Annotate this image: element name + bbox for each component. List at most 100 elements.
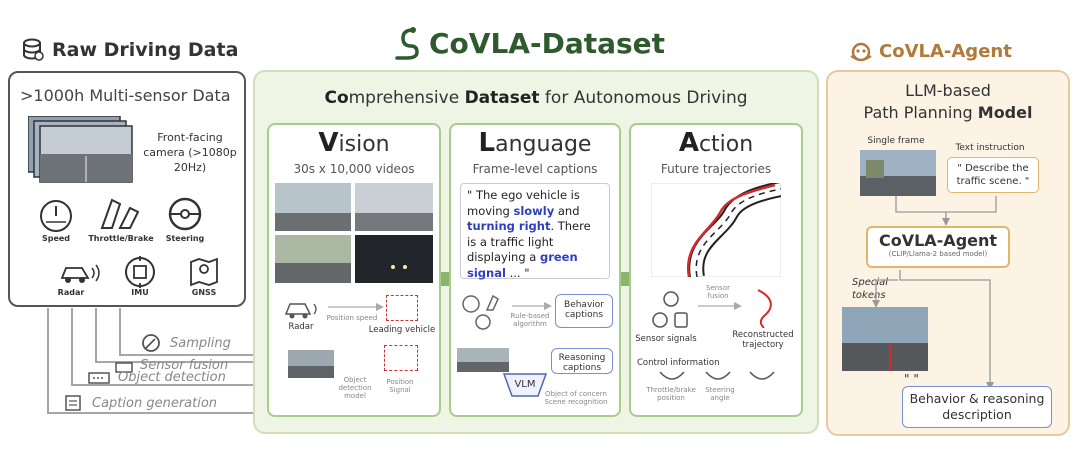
sensor-label-speed: Speed [41, 234, 71, 243]
vision-radar-icon [284, 303, 317, 319]
language-sensor-icons [462, 294, 499, 330]
vision-rest: ision [338, 132, 390, 157]
covla-agent-name: CoVLA-Agent [878, 231, 998, 250]
object-recognition-label: Object of concern Scene recognition [544, 390, 608, 406]
action-initial: A [678, 128, 699, 158]
vision-video-grid [275, 183, 433, 283]
detection-thumbnail [288, 350, 334, 378]
sensor-label-throttle: Throttle/Brake [88, 234, 154, 243]
raw-data-title-text: Raw Driving Data [52, 39, 239, 61]
snake-logo-icon [395, 27, 419, 60]
reconstructed-trajectory-label: Reconstructed trajectory [732, 330, 794, 350]
single-frame-label: Single frame [867, 136, 925, 146]
behavior-reasoning-output: Behavior & reasoning description [902, 386, 1052, 428]
language-subtitle: Frame-level captions [472, 162, 598, 176]
robot-driver-icon [850, 42, 872, 62]
throttle-position-label: Throttle/brake position [646, 386, 696, 402]
leading-vehicle-label: Leading vehicle [368, 325, 436, 335]
sensor-signals-label: Sensor signals [635, 334, 697, 344]
flow-label-caption-generation: Caption generation [92, 396, 218, 411]
raw-data-title: Raw Driving Data [22, 38, 238, 62]
caption-turning: turning right [467, 219, 551, 233]
steering-wheel-icon [168, 197, 202, 231]
special-tokens-label: Special tokens [852, 277, 889, 301]
database-icon [23, 38, 44, 61]
sampling-icon [142, 334, 160, 352]
language-action-connector [621, 272, 629, 286]
agent-header: LLM-based Path Planning Model [826, 80, 1070, 124]
vision-title: Vision [267, 128, 441, 158]
vision-radar-label: Radar [288, 322, 314, 332]
subtitle-mid: mprehensive [348, 88, 465, 108]
covla-agent-sub: (CLIP/Llama-2 based model) [888, 250, 988, 258]
agent-title: CoVLA-Agent [849, 40, 1012, 62]
caption-part-3: . There is a traffic light displaying a [467, 219, 591, 264]
language-arrow-1 [512, 302, 552, 310]
action-rest: ction [698, 132, 754, 157]
single-frame-thumbnail [860, 150, 936, 196]
steering-angle-label: Steering angle [705, 386, 735, 402]
control-icons [659, 371, 775, 380]
sensor-label-radar: Radar [57, 288, 85, 297]
special-quote-mark: " " [904, 372, 919, 386]
text-instruction-label: Text instruction [955, 143, 1025, 153]
caption-part-4: ... " [505, 265, 530, 280]
behavior-captions-tag: Behavior captions [555, 294, 613, 328]
action-subtitle: Future trajectories [660, 162, 772, 176]
caption-icon [65, 395, 81, 411]
map-pin-icon [190, 257, 218, 287]
future-trajectory-drawing [651, 183, 781, 277]
object-detection-icon [88, 372, 110, 384]
agent-input-arrows [895, 196, 997, 226]
leading-vehicle-box [386, 295, 418, 321]
control-information-label: Control information [637, 358, 720, 368]
reasoning-captions-tag: Reasoning captions [551, 348, 613, 374]
sensor-fusion-icon [115, 362, 133, 373]
rule-based-label: Rule-based algorithm [510, 312, 550, 328]
vision-language-connector [441, 272, 449, 286]
sensor-label-gnss: GNSS [191, 288, 217, 297]
dataset-title-text: CoVLA-Dataset [429, 26, 666, 60]
raw-flow-lines [47, 308, 270, 417]
agent-header-bold: Model [977, 103, 1033, 122]
action-sensor-icons [652, 291, 688, 328]
vlm-label: VLM [514, 379, 536, 390]
caption-part-1: " The ego vehicle is moving [467, 188, 580, 218]
flow-label-sensor-fusion: Sensor fusion [140, 358, 229, 371]
dataset-title: CoVLA-Dataset [395, 26, 665, 60]
sensor-fusion-action-label: Sensor fusion [706, 284, 730, 300]
radar-car-icon [60, 264, 100, 283]
covla-agent-box: CoVLA-Agent (CLIP/Llama-2 based model) [866, 226, 1010, 268]
sensor-label-imu: IMU [131, 288, 149, 297]
dataset-subtitle: Comprehensive Dataset for Autonomous Dri… [253, 88, 819, 108]
multi-sensor-header: >1000h Multi-sensor Data [20, 86, 231, 105]
agent-header-line-1: LLM-based [905, 81, 991, 100]
language-initial: L [478, 128, 496, 158]
subtitle-dataset: Dataset [464, 88, 540, 108]
language-rest: anguage [495, 132, 592, 157]
subtitle-co: Co [324, 88, 349, 108]
imu-icon [125, 256, 155, 288]
agent-header-line-2: Path Planning [863, 103, 978, 122]
camera-label: Front-facing camera (>1080p 20Hz) [143, 131, 237, 174]
subtitle-end: for Autonomous Driving [539, 88, 748, 108]
language-frame-thumbnail [457, 348, 509, 372]
reconstructed-trajectory-icon [757, 289, 772, 328]
action-title: Action [629, 128, 803, 158]
special-tokens-frame [842, 307, 928, 371]
vision-initial: V [318, 128, 339, 158]
agent-title-text: CoVLA-Agent [879, 40, 1012, 62]
frame-caption-box: " The ego vehicle is moving slowly and t… [460, 183, 610, 280]
sensor-label-steering: Steering [165, 234, 205, 243]
camera-frames-stack [28, 116, 133, 183]
language-title: Language [449, 128, 621, 158]
vision-subtitle: 30s x 10,000 videos [293, 162, 415, 176]
flow-label-sampling: Sampling [170, 336, 231, 351]
caption-green-signal: green signal [467, 250, 578, 280]
caption-slowly: slowly [513, 203, 555, 218]
speedometer-icon [40, 200, 72, 232]
detection-model-label: Object detection model [338, 376, 372, 400]
position-speed-label: Position speed [326, 314, 378, 322]
caption-part-2: and [554, 203, 580, 218]
instruction-box: " Describe the traffic scene. " [947, 157, 1039, 193]
